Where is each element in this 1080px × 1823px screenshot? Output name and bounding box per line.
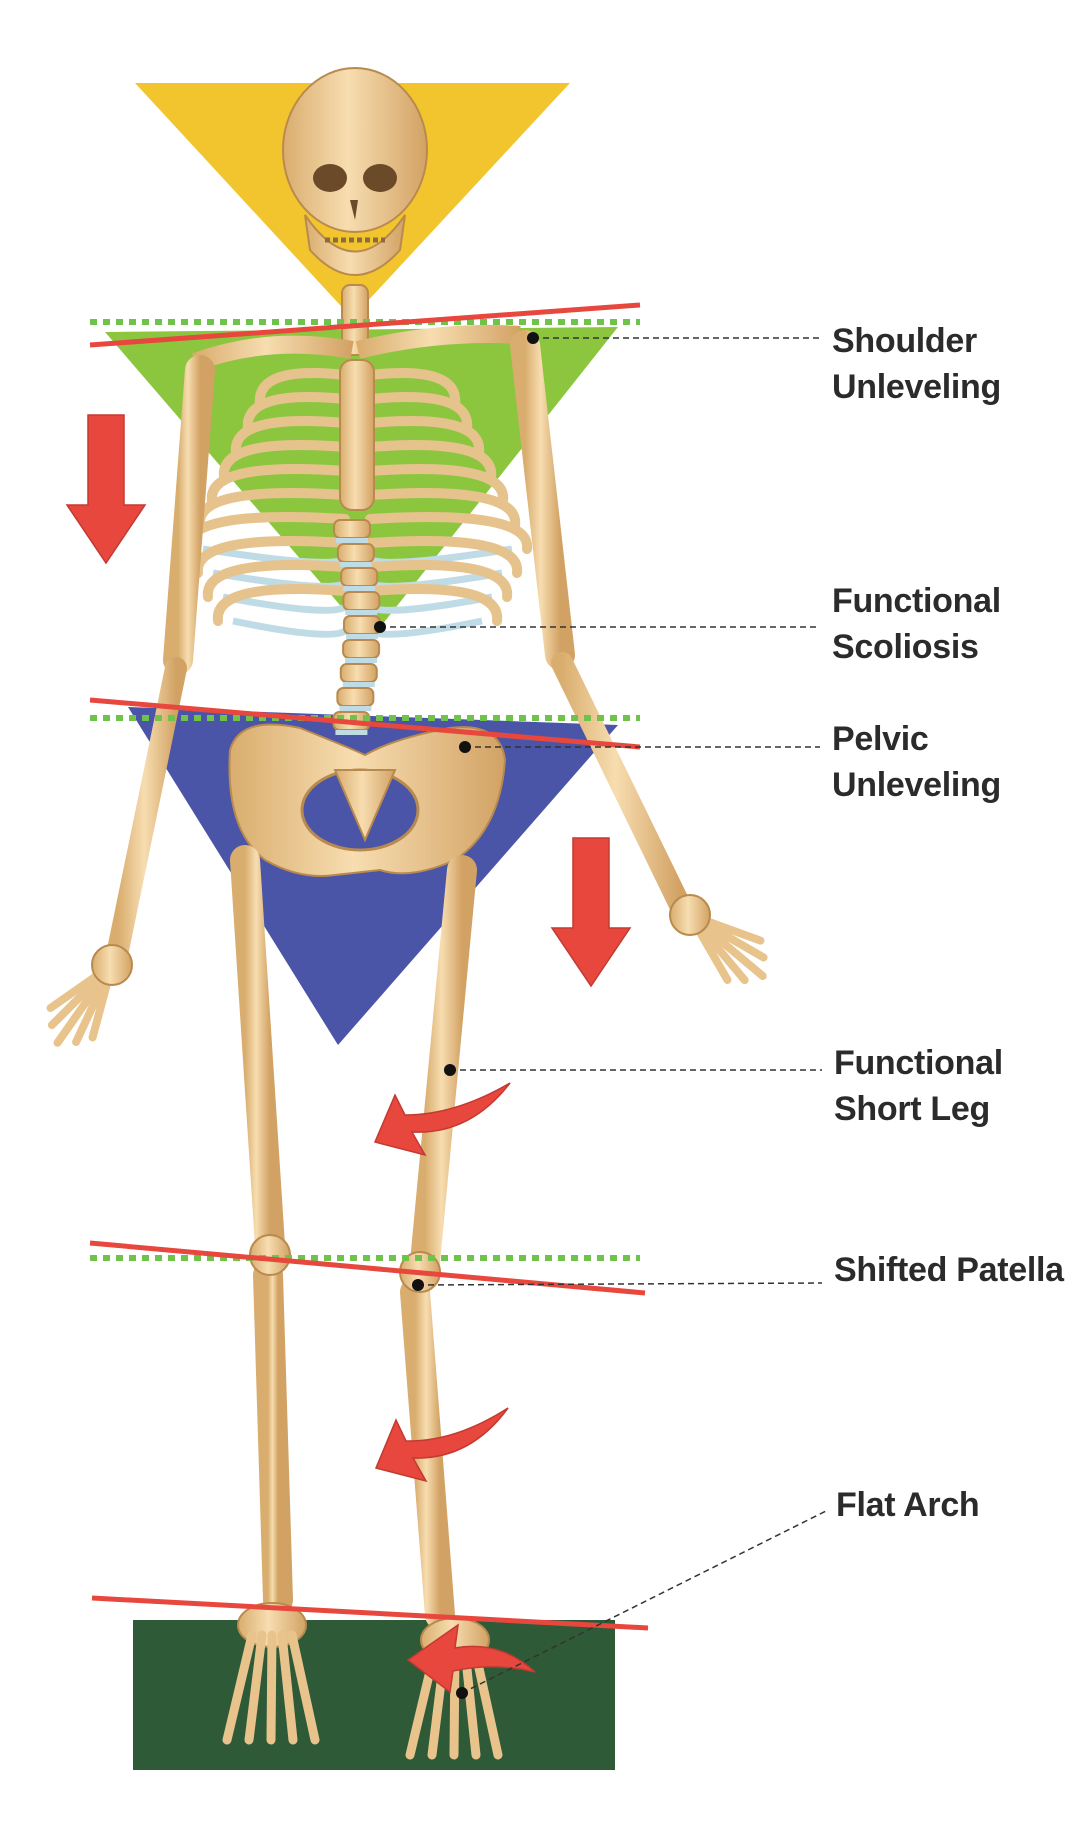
humerus-left: [163, 355, 215, 675]
vertebra: [339, 663, 378, 683]
callout-dot: [444, 1064, 456, 1076]
down-arrow-icon: [65, 414, 147, 565]
rib: [365, 584, 503, 626]
curved-arrow-icon: [373, 1082, 511, 1157]
vertebra: [333, 519, 371, 539]
toe-bone: [277, 1630, 298, 1745]
callout-dot: [527, 332, 539, 344]
intervertebral-disc: [345, 610, 378, 615]
jaw: [304, 214, 406, 276]
intervertebral-disc: [339, 562, 372, 567]
forearm-left: [107, 657, 187, 961]
rib: [365, 512, 533, 554]
humerus-right: [510, 330, 575, 670]
callout-dot: [456, 1687, 468, 1699]
callout-dot: [374, 621, 386, 633]
skeleton: [46, 67, 768, 1760]
femur-left: [230, 845, 285, 1260]
vertebra: [342, 639, 381, 659]
vertebra: [336, 687, 375, 707]
toe-bone: [244, 1630, 267, 1745]
intervertebral-disc: [342, 682, 375, 687]
label-shifted-patella: Shifted Patella: [834, 1251, 1064, 1289]
rib: [206, 464, 350, 506]
femur-right: [410, 855, 477, 1277]
rib: [365, 536, 523, 578]
lumbar-spine: [332, 519, 381, 735]
toe-bone: [266, 1630, 277, 1745]
clavicle-right: [355, 325, 521, 359]
callout-dot: [412, 1279, 424, 1291]
callout-lines: [374, 332, 829, 1699]
knee-tilt-line: [89, 1240, 646, 1296]
rib: [365, 392, 473, 434]
vertebra: [342, 591, 381, 611]
rib: [212, 584, 350, 626]
rib: [202, 560, 350, 602]
clavicle-left: [191, 335, 354, 371]
rib: [365, 440, 497, 482]
rib-cartilage: [232, 617, 347, 638]
rib: [365, 416, 485, 458]
rib: [365, 560, 513, 602]
shoulder-tilt-line: [89, 302, 641, 348]
rib: [254, 368, 350, 410]
intervertebral-disc: [345, 658, 378, 663]
foot-left: [222, 1602, 320, 1745]
rib: [242, 392, 350, 434]
intervertebral-disc: [339, 706, 372, 711]
tibia-left: [253, 1260, 293, 1615]
toe-bone: [222, 1630, 257, 1745]
forearm-right: [551, 652, 691, 916]
rib: [365, 488, 521, 530]
hand-right: [669, 894, 768, 985]
sacrum: [333, 769, 397, 843]
callout-line: [461, 1509, 829, 1694]
down-arrow-icon: [550, 837, 632, 988]
rib: [230, 416, 350, 458]
floor-block: [133, 1620, 615, 1770]
intervertebral-disc: [336, 538, 368, 543]
rib: [218, 440, 350, 482]
callout-line: [417, 1282, 823, 1286]
curved-arrow-icon: [374, 1407, 509, 1483]
rib: [365, 464, 509, 506]
label-flat-arch: Flat Arch: [836, 1486, 980, 1524]
skull: [282, 67, 428, 233]
carpal-bones: [91, 944, 133, 986]
eye-socket-right: [363, 164, 397, 192]
sternum: [339, 359, 375, 511]
intervertebral-disc: [343, 586, 376, 591]
nasal-cavity: [350, 200, 358, 220]
patella-left: [249, 1234, 291, 1276]
vertebra: [340, 567, 379, 587]
callout-dot: [459, 741, 471, 753]
eye-socket-left: [313, 164, 347, 192]
intervertebral-disc: [345, 634, 378, 639]
hand-left: [46, 944, 133, 1047]
rib: [365, 368, 461, 410]
carpal-bones: [669, 894, 711, 936]
floor-tilt-line: [91, 1595, 649, 1631]
curved-arrow-icon: [406, 1623, 536, 1694]
toe-bone: [287, 1630, 320, 1745]
intervertebral-disc: [335, 730, 368, 735]
pelvic-tilt-line: [89, 697, 641, 750]
vertebra: [336, 543, 375, 563]
rib-cartilage: [222, 593, 347, 614]
